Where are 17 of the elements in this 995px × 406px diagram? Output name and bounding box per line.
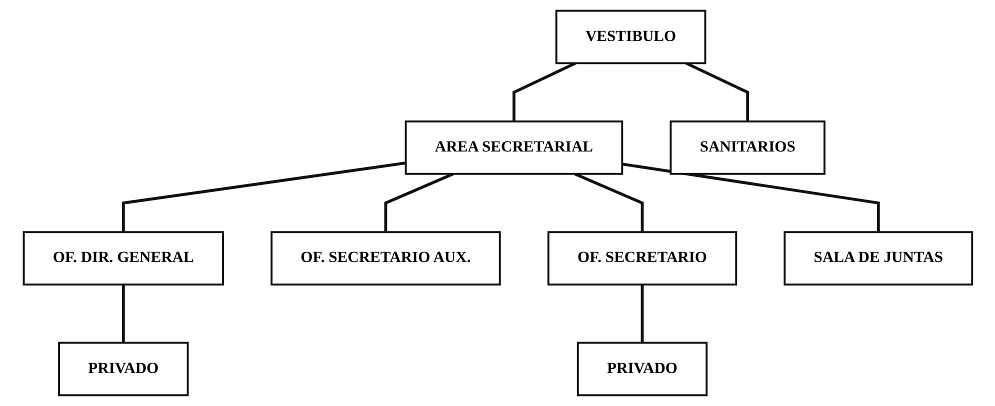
- connector: [121, 162, 406, 232]
- connector: [622, 162, 880, 232]
- connector: [384, 172, 454, 232]
- node-box: PRIVADO: [576, 342, 708, 396]
- connector: [640, 284, 644, 343]
- connector: [512, 62, 576, 122]
- node-box: SANITARIOS: [669, 120, 825, 175]
- node-box: PRIVADO: [58, 342, 188, 396]
- node-box: OF. SECRETARIO: [546, 231, 737, 286]
- node-box: OF. DIR. GENERAL: [22, 231, 224, 286]
- connector: [685, 62, 749, 122]
- node-box: VESTIBULO: [554, 10, 706, 64]
- node-box: SALA DE JUNTAS: [783, 231, 973, 286]
- connector: [574, 172, 644, 232]
- node-box: AREA SECRETARIAL: [404, 120, 623, 175]
- node-box: OF. SECRETARIO AUX.: [270, 231, 500, 286]
- connector: [121, 284, 124, 343]
